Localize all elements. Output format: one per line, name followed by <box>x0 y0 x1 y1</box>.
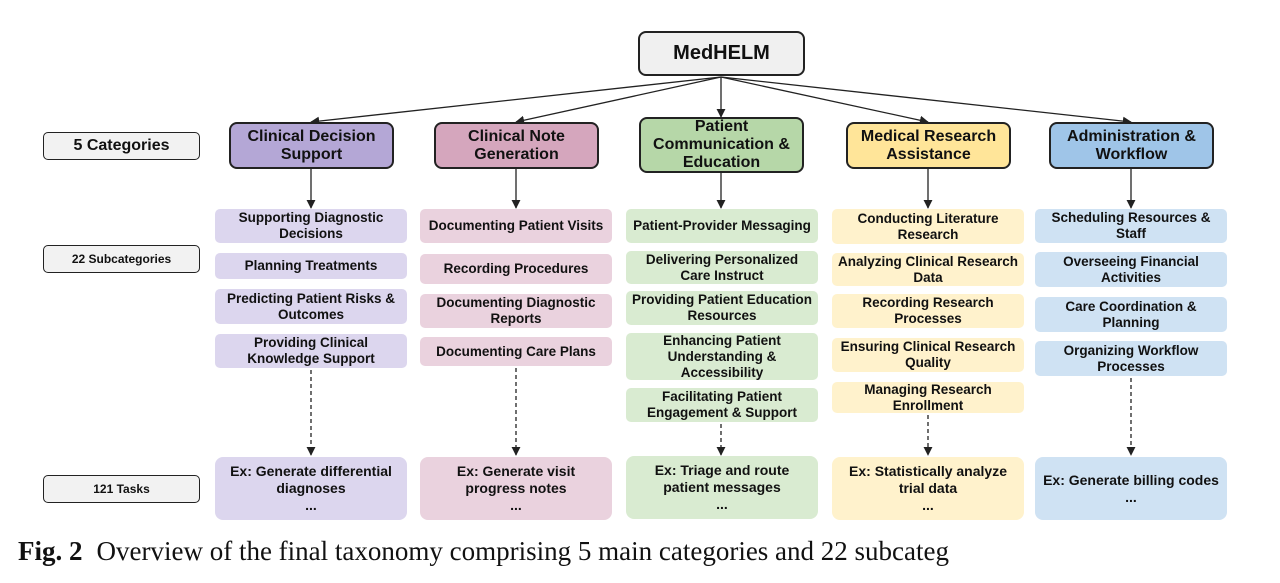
subcategory-node: Planning Treatments <box>215 253 407 279</box>
category-patient-communication-education: Patient Communication & Education <box>639 117 804 173</box>
category-clinical-note-generation: Clinical Note Generation <box>434 122 599 169</box>
category-medical-research-assistance: Medical Research Assistance <box>846 122 1011 169</box>
subcategory-node: Recording Research Processes <box>832 294 1024 328</box>
level-label-subcategories: 22 Subcategories <box>43 245 200 273</box>
subcategory-node: Providing Patient Education Resources <box>626 291 818 325</box>
level-label-tasks: 121 Tasks <box>43 475 200 503</box>
task-more-ellipsis: ... <box>305 497 317 513</box>
subcategory-node: Documenting Care Plans <box>420 337 612 366</box>
task-example-node: Ex: Generate visit progress notes ... <box>420 457 612 520</box>
subcategory-node: Supporting Diagnostic Decisions <box>215 209 407 243</box>
subcategory-node: Ensuring Clinical Research Quality <box>832 338 1024 372</box>
subcategory-node: Facilitating Patient Engagement & Suppor… <box>626 388 818 422</box>
task-more-ellipsis: ... <box>922 497 934 513</box>
task-example-node: Ex: Generate billing codes ... <box>1035 457 1227 520</box>
root-to-category-arrow <box>310 76 722 126</box>
task-example-text: Ex: Statistically analyze trial data <box>849 463 1007 496</box>
category-administration-workflow: Administration & Workflow <box>1049 122 1214 169</box>
subcategory-node: Scheduling Resources & Staff <box>1035 209 1227 243</box>
subcategory-node: Documenting Diagnostic Reports <box>420 294 612 328</box>
subcategory-node: Managing Research Enrollment <box>832 382 1024 413</box>
subcategory-node: Analyzing Clinical Research Data <box>832 253 1024 286</box>
figure-caption: Fig. 2 Overview of the final taxonomy com… <box>18 536 1268 567</box>
root-to-category-arrow <box>720 76 929 125</box>
category-clinical-decision-support: Clinical Decision Support <box>229 122 394 169</box>
subcategory-node: Organizing Workflow Processes <box>1035 341 1227 376</box>
task-example-node: Ex: Generate differential diagnoses ... <box>215 457 407 520</box>
subcategory-node: Care Coordination & Planning <box>1035 297 1227 332</box>
task-example-text: Ex: Generate billing codes <box>1043 471 1219 488</box>
task-example-node: Ex: Statistically analyze trial data ... <box>832 457 1024 520</box>
root-to-category-arrow <box>720 76 1132 126</box>
subcategory-node: Delivering Personalized Care Instruct <box>626 251 818 284</box>
subcategory-node: Patient-Provider Messaging <box>626 209 818 243</box>
task-more-ellipsis: ... <box>716 496 728 512</box>
caption-label: Fig. 2 <box>18 536 83 566</box>
task-example-text: Ex: Generate differential diagnoses <box>230 463 392 496</box>
task-more-ellipsis: ... <box>510 497 522 513</box>
task-example-text: Ex: Generate visit progress notes <box>456 463 576 496</box>
subcategory-node: Providing Clinical Knowledge Support <box>215 334 407 368</box>
subcategory-node: Overseeing Financial Activities <box>1035 252 1227 287</box>
caption-text: Overview of the final taxonomy comprisin… <box>96 536 950 566</box>
task-example-text: Ex: Triage and route patient messages <box>654 462 790 495</box>
task-example-node: Ex: Triage and route patient messages ..… <box>626 456 818 519</box>
subcategory-node: Recording Procedures <box>420 254 612 284</box>
subcategory-node: Documenting Patient Visits <box>420 209 612 243</box>
subcategory-node: Enhancing Patient Understanding & Access… <box>626 333 818 380</box>
subcategory-node: Conducting Literature Research <box>832 209 1024 244</box>
subcategory-node: Predicting Patient Risks & Outcomes <box>215 289 407 324</box>
level-label-categories: 5 Categories <box>43 132 200 160</box>
task-more-ellipsis: ... <box>1125 488 1137 505</box>
root-node: MedHELM <box>638 31 805 76</box>
root-to-category-arrow <box>515 76 722 125</box>
